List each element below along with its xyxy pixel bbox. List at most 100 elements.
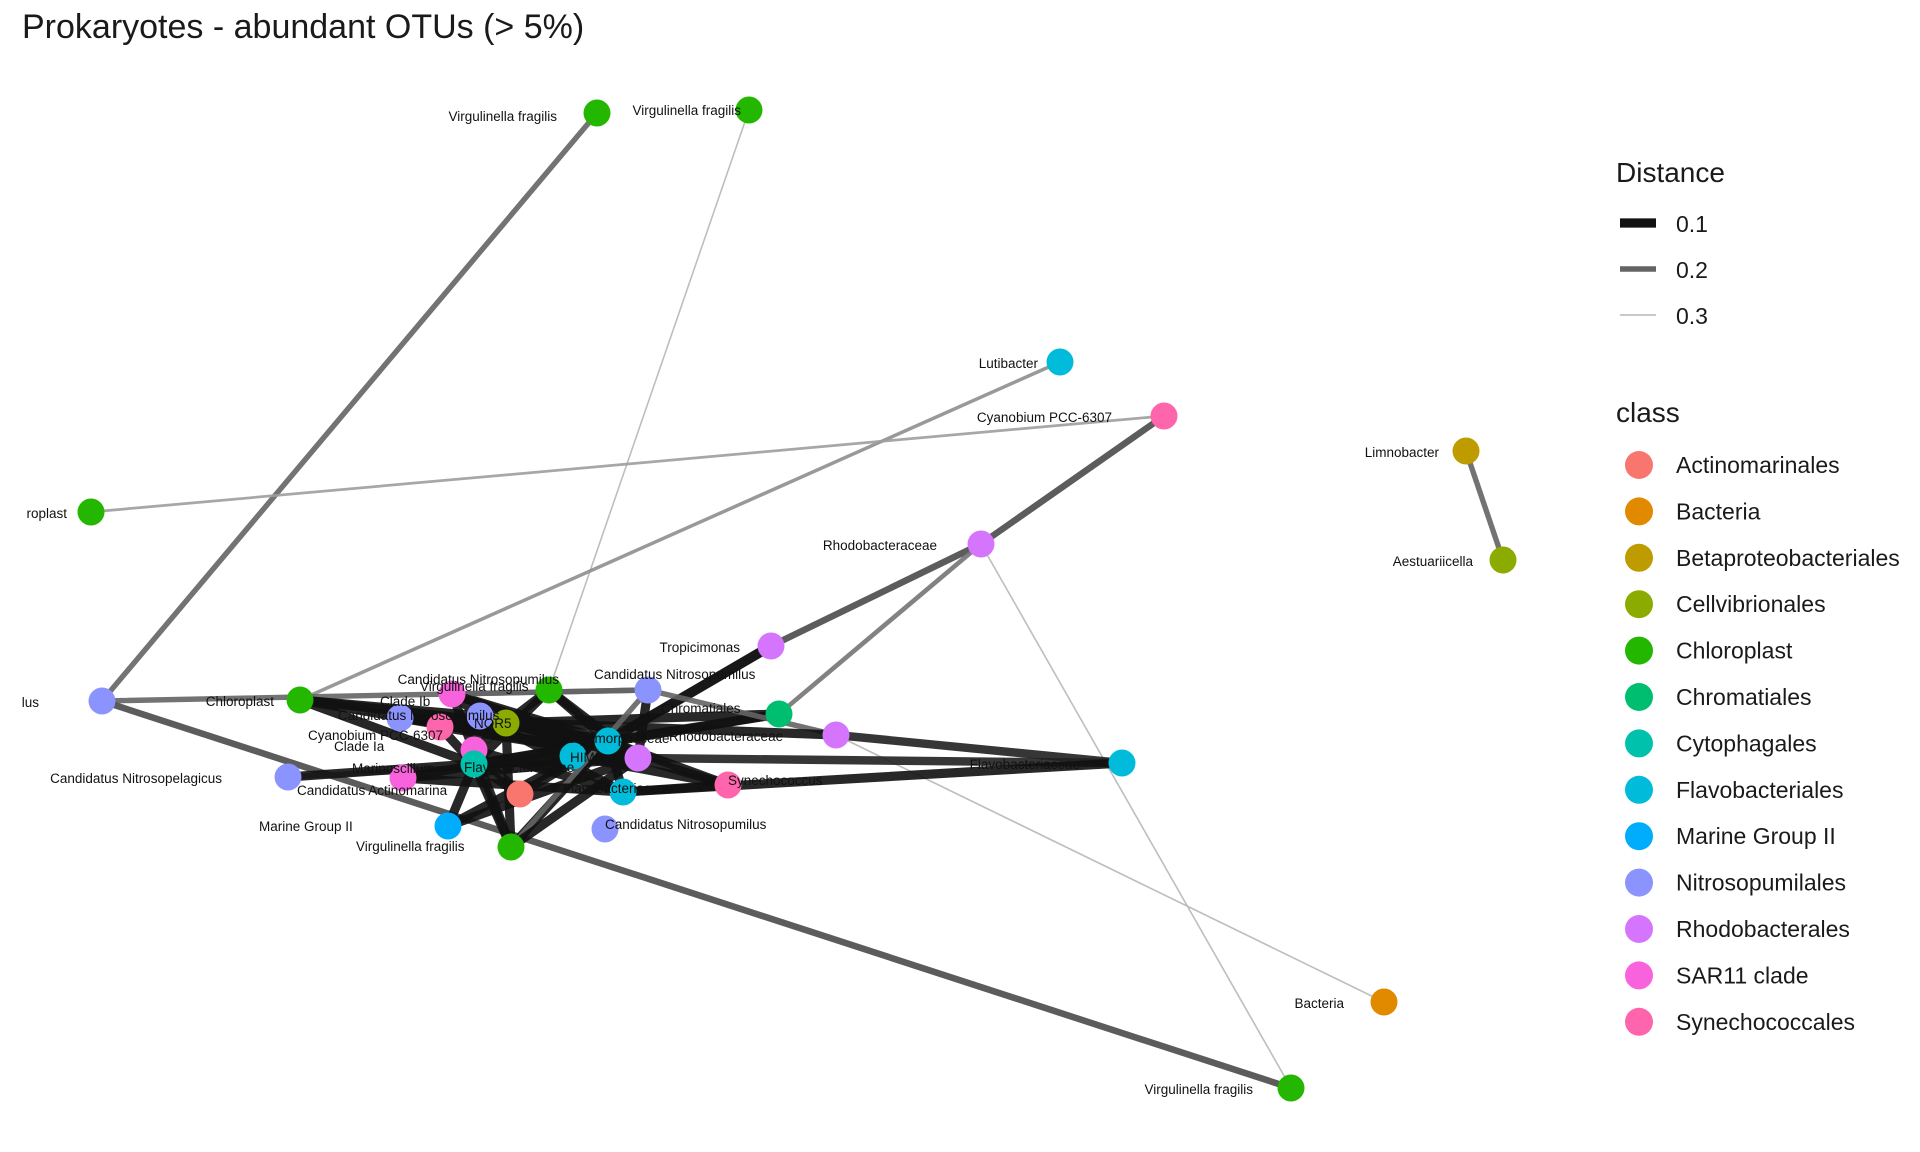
node-label-n13: Virgulinella fragilis [420, 679, 529, 694]
edge-n8-n9 [767, 540, 985, 650]
edge-n28-n30 [603, 736, 733, 790]
node-n1 [583, 99, 611, 127]
legend-class-label-1: Bacteria [1676, 498, 1761, 524]
node-label-n3: Lutibacter [979, 356, 1039, 371]
node-label-n32: Candidatus Nitrosopumilus [605, 817, 767, 832]
legend-class-swatch-0 [1625, 451, 1653, 479]
plot-title: Prokaryotes - abundant OTUs (> 5%) [22, 8, 585, 46]
legend-class-label-4: Chloroplast [1676, 638, 1793, 664]
node-n33 [497, 833, 525, 861]
edge-n8-n36 [980, 543, 1292, 1089]
node-n26 [624, 744, 652, 772]
node-n23 [389, 764, 417, 792]
legend-class-swatch-7 [1625, 775, 1653, 804]
node-n2 [735, 96, 763, 124]
edge-n29-n30 [618, 780, 733, 797]
legend-class-swatch-12 [1625, 1007, 1653, 1036]
legend-class-label-10: Rhodobacterales [1676, 916, 1850, 942]
node-n19 [822, 721, 850, 749]
node-label-n27: Candidatus Actinomarina [297, 783, 448, 798]
node-n3 [1046, 348, 1074, 376]
node-label-n21: Candidatus Nitrosopelagicus [50, 771, 222, 786]
legend-class-swatch-11 [1625, 961, 1653, 990]
node-label-n6: Limnobacter [1365, 445, 1440, 460]
edge-n10-n36 [98, 697, 1295, 1092]
edge-n2-n12 [548, 109, 750, 691]
node-label-n5: roplast [26, 506, 67, 521]
node-n15 [466, 702, 494, 730]
node-n24 [460, 750, 488, 778]
edge-n33-n34 [508, 687, 651, 850]
edge-n1-n10 [99, 110, 600, 704]
node-label-n31: Marine Group II [259, 819, 353, 834]
node-label-n1: Virgulinella fragilis [448, 109, 557, 124]
legend-class-swatch-2 [1625, 543, 1653, 572]
legend-class-swatch-8 [1625, 822, 1653, 851]
node-n25 [559, 742, 587, 770]
node-label-n24: Flavobacteriaceae [464, 760, 574, 775]
node-n4 [1150, 402, 1178, 430]
node-label-n18: Chromatiales [661, 701, 741, 716]
node-label-n29: Flavobacteriaceae [563, 781, 673, 796]
legend-class-swatch-4 [1625, 636, 1653, 665]
edges-layer [89, 109, 1506, 1092]
node-n12 [535, 676, 563, 704]
node-label-n15: Candidatus Nitrosopumilus [338, 708, 500, 723]
legend-class-swatch-5 [1625, 683, 1653, 711]
node-n30 [714, 771, 742, 799]
legend-class-label-12: Synechococcales [1676, 1009, 1855, 1035]
legend-distance-label-0: 0.1 [1676, 211, 1708, 237]
node-n5 [77, 498, 105, 526]
nodes-layer [77, 96, 1517, 1102]
edge-n8-n18 [776, 541, 984, 717]
node-label-n19: Rhodobacteraceae [669, 729, 783, 744]
node-label-n30: Synechococcus [728, 773, 823, 788]
node-label-n22: Clade Ia [334, 739, 385, 754]
node-label-n4: Cyanobium PCC-6307 [977, 410, 1112, 425]
node-n31 [434, 812, 462, 840]
node-label-n2: Virgulinella fragilis [632, 103, 741, 118]
node-n27 [506, 780, 534, 808]
node-label-n8: Rhodobacteraceae [823, 538, 937, 553]
node-label-n36: Virgulinella fragilis [1144, 1082, 1253, 1097]
legend-class-swatch-1 [1625, 497, 1653, 526]
node-label-n11: Chloroplast [206, 694, 275, 709]
node-label-n35: Bacteria [1294, 996, 1344, 1011]
legend-distance-title: Distance [1616, 157, 1725, 188]
legend-class-label-6: Cytophagales [1676, 730, 1817, 756]
node-label-n7: Aestuariicella [1393, 554, 1474, 569]
node-n11 [286, 686, 314, 714]
node-n18 [765, 700, 793, 728]
node-label-n17: NOR5 [474, 716, 512, 731]
legend-class-swatch-3 [1625, 590, 1653, 619]
node-label-n14: Clade Ib [380, 694, 430, 709]
node-n32 [591, 815, 619, 843]
node-label-n34: Candidatus Nitrosopumilus [594, 667, 756, 682]
node-n20 [1108, 749, 1136, 777]
edge-n6-n7 [1463, 448, 1506, 563]
edge-n5-n4 [89, 414, 1166, 514]
legend-class-label-7: Flavobacteriales [1676, 777, 1843, 803]
legend-class-swatch-6 [1625, 729, 1653, 758]
edge-n11-n24 [295, 695, 479, 769]
edge-n33-n26 [506, 753, 643, 852]
node-n8 [967, 530, 995, 558]
legend-class-label-5: Chromatiales [1676, 684, 1812, 710]
node-n16 [426, 713, 454, 741]
legend-class-label-3: Cellvibrionales [1676, 591, 1826, 617]
legend-distance-label-1: 0.2 [1676, 257, 1708, 283]
node-n14 [386, 704, 414, 732]
node-label-n12: Candidatus Nitrosopumilus [398, 672, 560, 687]
node-label-n20: Flavobacteriaceae [970, 757, 1080, 772]
edge-n24-n25 [469, 751, 578, 769]
legend-distance: Distance 0.10.20.3 [1616, 157, 1725, 329]
edge-n19-n34 [645, 687, 839, 738]
legend-class-swatch-10 [1625, 915, 1653, 943]
node-n36 [1277, 1074, 1305, 1102]
node-n29 [609, 778, 637, 806]
node-n21 [274, 763, 302, 791]
legend-class-label-0: Actinomarinales [1676, 452, 1840, 478]
node-n13 [438, 680, 466, 708]
node-n17 [492, 709, 520, 737]
